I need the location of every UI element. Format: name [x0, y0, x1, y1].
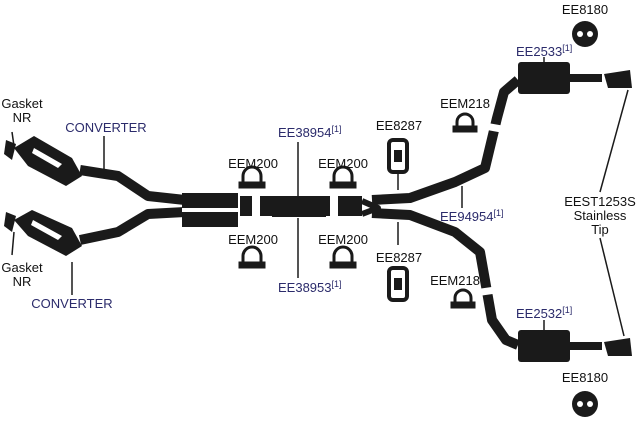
label-converter-bottom: CONVERTER	[31, 296, 112, 311]
leader-gasket-bottom	[11, 231, 15, 256]
flange-top	[4, 140, 16, 160]
label-ee2533-text: EE2533	[516, 44, 562, 59]
tip-bottom	[604, 338, 632, 356]
label-gasket-bottom-1: Gasket	[1, 260, 43, 275]
mid-pipe-bar-top	[272, 196, 326, 206]
hanger-ee8287-top-icon	[387, 138, 409, 174]
leader-gasket-top	[11, 131, 15, 147]
x-pipe-stripe	[182, 208, 238, 212]
muffler-top	[518, 62, 570, 94]
pipe-rear-bottom	[371, 208, 520, 350]
label-eem200-br: EEM200	[318, 232, 368, 247]
converter-top-highlight	[32, 148, 62, 168]
mid-pipe-bar-bottom	[272, 207, 326, 217]
pipe-bottom-front	[78, 207, 186, 245]
clamp-eem218-top-icon	[452, 112, 478, 133]
pipe-break-1	[252, 194, 260, 218]
label-ee94954-footnote: [1]	[494, 208, 504, 218]
label-ee8180-bottom: EE8180	[562, 370, 608, 385]
pipe-rear-top	[371, 76, 522, 205]
clamp-eem200-br-icon	[329, 245, 357, 269]
pipe-break-3	[484, 122, 502, 133]
leader-tip-top	[599, 89, 629, 193]
pipe-crossover	[360, 198, 381, 217]
muffler-bottom	[518, 330, 570, 362]
label-ee8287-bottom: EE8287	[376, 250, 422, 265]
hanger-ee8180-top-icon	[572, 21, 598, 47]
label-ee2532: EE2532[1]	[516, 305, 572, 321]
label-ee38953: EE38953[1]	[278, 279, 342, 295]
label-eem218-top: EEM218	[440, 96, 490, 111]
clamp-eem218-bottom-icon	[450, 288, 476, 309]
label-ee2532-text: EE2532	[516, 306, 562, 321]
label-ee38953-text: EE38953	[278, 280, 332, 295]
label-eem218-bottom: EEM218	[430, 273, 480, 288]
clamp-eem200-tl-icon	[238, 165, 266, 189]
clamp-eem200-bl-icon	[238, 245, 266, 269]
label-gasket-bottom-2: NR	[13, 274, 32, 289]
label-ee38954-text: EE38954	[278, 125, 332, 140]
tip-top	[604, 70, 632, 88]
label-gasket-top-1: Gasket	[1, 96, 43, 111]
label-ee2533: EE2533[1]	[516, 43, 572, 59]
label-ee94954: EE94954[1]	[440, 208, 504, 224]
label-ee2532-footnote: [1]	[562, 305, 572, 315]
pipe-break-2	[330, 194, 338, 218]
label-eem200-tl: EEM200	[228, 156, 278, 171]
hanger-ee8180-bottom-icon	[572, 391, 598, 417]
label-ee38954-footnote: [1]	[332, 124, 342, 134]
label-tip-2: Stainless	[574, 208, 627, 223]
label-ee8287-top: EE8287	[376, 118, 422, 133]
label-converter-top: CONVERTER	[65, 120, 146, 135]
hanger-ee8287-bottom-icon	[387, 266, 409, 302]
clamp-eem200-tr-icon	[329, 165, 357, 189]
leader-tip-bottom	[599, 237, 625, 337]
converter-bottom-highlight	[31, 220, 62, 240]
label-ee38953-footnote: [1]	[332, 279, 342, 289]
pipe-top-front	[79, 165, 186, 205]
label-ee8180-top: EE8180	[562, 2, 608, 17]
label-tip-3: Tip	[591, 222, 609, 237]
label-eem200-bl: EEM200	[228, 232, 278, 247]
pipe-break-4	[476, 286, 494, 297]
label-ee38954: EE38954[1]	[278, 124, 342, 140]
label-gasket-top-2: NR	[13, 110, 32, 125]
label-ee94954-text: EE94954	[440, 209, 494, 224]
label-tip-1: EEST1253S	[564, 194, 636, 209]
label-ee2533-footnote: [1]	[562, 43, 572, 53]
label-eem200-tr: EEM200	[318, 156, 368, 171]
flange-bottom	[4, 212, 16, 232]
